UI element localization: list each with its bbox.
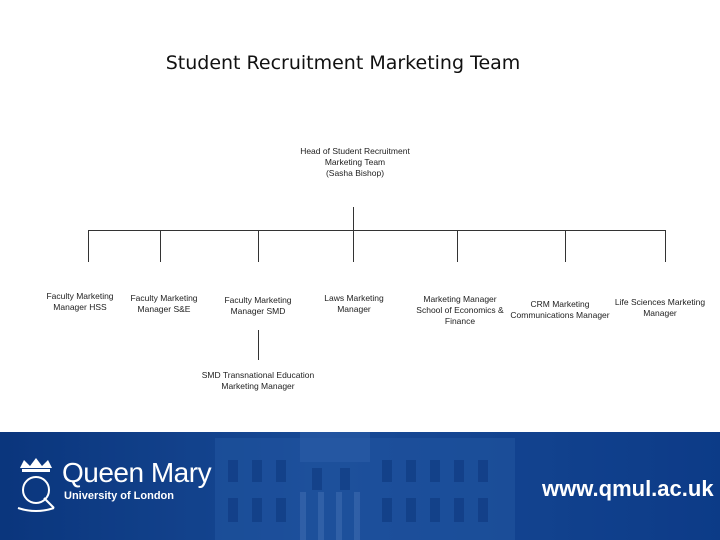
connector-smd-tne <box>258 330 259 360</box>
connector-life <box>665 230 666 262</box>
node-smd: Faculty Marketing Manager SMD <box>224 295 292 316</box>
node-tne: SMD Transnational Education Marketing Ma… <box>201 370 315 391</box>
logo-name: Queen Mary <box>62 457 212 488</box>
connector-head-down <box>353 207 354 230</box>
footer-banner <box>0 432 720 540</box>
building-photo <box>0 432 720 540</box>
connector-crm <box>565 230 566 262</box>
connector-smd <box>258 230 259 262</box>
page-title: Student Recruitment Marketing Team <box>165 52 521 74</box>
node-hss: Faculty Marketing Manager HSS <box>46 291 114 312</box>
connector-hss <box>88 230 89 262</box>
node-life: Life Sciences Marketing Manager <box>614 297 706 318</box>
connector-se <box>160 230 161 262</box>
connector-econ <box>457 230 458 262</box>
connector-horizontal <box>88 230 666 231</box>
node-crm: CRM Marketing Communications Manager <box>510 299 610 320</box>
connector-laws <box>353 230 354 262</box>
node-econ: Marketing Manager School of Economics & … <box>416 294 504 326</box>
node-head: Head of Student Recruitment Marketing Te… <box>300 146 410 178</box>
website-url[interactable]: www.qmul.ac.uk <box>542 476 714 501</box>
logo-subtitle: University of London <box>64 490 174 502</box>
crest-icon <box>17 458 55 512</box>
node-se: Faculty Marketing Manager S&E <box>130 293 198 314</box>
node-laws: Laws Marketing Manager <box>324 293 384 314</box>
